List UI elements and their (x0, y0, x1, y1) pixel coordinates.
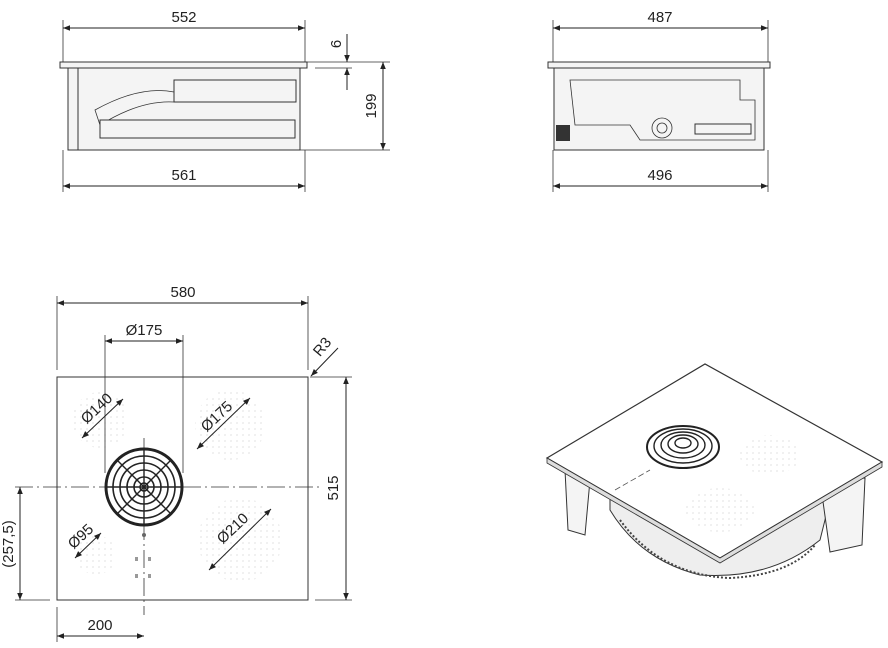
dimension-width-top: 552 (171, 9, 196, 26)
vent-grille-icon (104, 447, 184, 527)
dimension-vent-diameter: Ø175 (126, 322, 163, 339)
dimension-width-bottom: 561 (171, 167, 196, 184)
fan-icon (651, 117, 673, 139)
vent-offset-x: 200 (87, 617, 112, 634)
housing-outline (569, 79, 756, 141)
hob-body-side (553, 67, 765, 151)
dimension-width: 580 (170, 284, 195, 301)
fan-module (173, 79, 297, 103)
glass-plate-side (547, 61, 771, 69)
duct (94, 90, 175, 126)
iso-vent-grille-icon (646, 425, 720, 469)
dimension-plate-thickness: 6 (328, 40, 345, 48)
dimension-side-width-top: 487 (647, 9, 672, 26)
isometric-view (545, 363, 884, 580)
glass-plate (59, 61, 308, 69)
side-view: 487 496 (547, 9, 771, 192)
front-side-view: 552 6 199 561 (59, 9, 390, 192)
dimension-height: 199 (363, 93, 380, 118)
side-frame (67, 67, 79, 151)
connector (556, 125, 570, 141)
terminal-block (694, 123, 752, 135)
plan-view: 580 Ø175 Ø140 (0, 284, 352, 642)
vent-offset-y: (257,5) (0, 520, 17, 568)
dimension-depth: 515 (325, 475, 342, 500)
internal-rail (99, 119, 296, 139)
touch-control-icons (135, 533, 151, 578)
corner-radius: R3 (310, 334, 335, 360)
dimension-side-width-bottom: 496 (647, 167, 672, 184)
